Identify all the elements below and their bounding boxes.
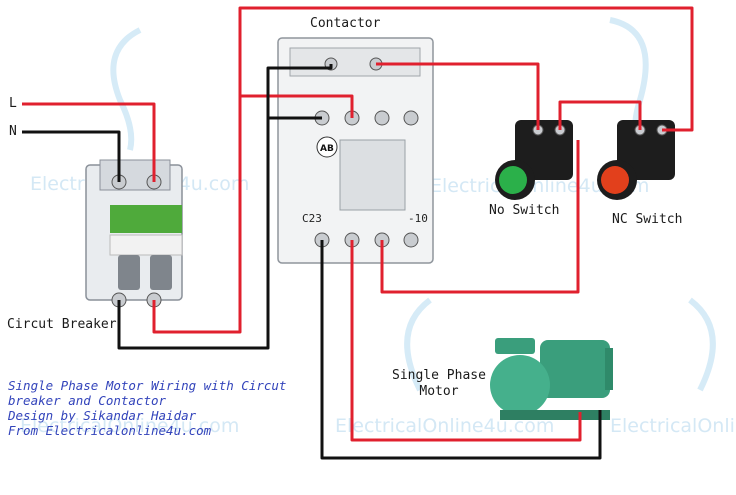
live-to-nc-switch	[238, 6, 694, 132]
line-label: L	[9, 96, 17, 111]
bulb-outline-watermark	[404, 297, 432, 392]
nc-button-cap	[601, 166, 629, 194]
bulb-outline-watermark	[688, 297, 716, 392]
nc-switch-label: NC Switch	[612, 212, 683, 227]
credit-line-4: From Electricalonline4u.com	[8, 423, 212, 438]
breaker-out-live	[152, 94, 354, 334]
single-phase-motor	[490, 338, 613, 420]
aux-return	[380, 140, 580, 294]
no-to-nc-switch	[558, 100, 642, 130]
no-switch-label: No Switch	[489, 203, 560, 218]
contactor-model-text: C23	[302, 212, 322, 225]
bulb-outline-watermark	[110, 27, 142, 151]
neutral-label: N	[9, 124, 17, 139]
circuit-breaker-label: Circut Breaker	[7, 317, 117, 332]
credit-line-3: Design by Sikandar Haidar	[8, 408, 197, 423]
credit-block: Single Phase Motor Wiring with Circut br…	[8, 378, 338, 438]
motor-wire-red	[350, 240, 582, 442]
credit-line-2: breaker and Contactor	[8, 393, 167, 408]
no-switch	[495, 120, 573, 200]
neutral-wire-n	[22, 130, 121, 182]
motor-label-line1: Single Phase	[392, 368, 486, 383]
contactor-brand-text: AB	[320, 144, 334, 154]
coil-to-no-switch	[376, 62, 540, 130]
nc-switch	[597, 120, 675, 200]
watermark-text: ElectricalOnline4u.com	[610, 415, 736, 437]
motor-label: Single Phase Motor	[392, 368, 486, 400]
watermark-text: ElectricalOnline4u.com	[20, 415, 239, 437]
wires	[22, 6, 694, 460]
breaker-out-neutral	[117, 64, 333, 350]
watermark-text: ElectricalOnline4u.com	[335, 415, 554, 437]
line-wire-l	[22, 102, 156, 182]
motor-label-line2: Motor	[419, 384, 459, 399]
no-button-cap	[499, 166, 527, 194]
credit-line-1: Single Phase Motor Wiring with Circut	[8, 378, 287, 393]
contactor-contact-text: -10	[408, 212, 428, 225]
circuit-breaker	[85, 159, 183, 308]
contactor: AB C23 -10	[277, 37, 434, 264]
watermark-text: ElectricalOnline4u.com	[430, 175, 649, 197]
motor-wire-black	[320, 240, 602, 460]
contactor-brand-badge	[316, 136, 338, 158]
contactor-label: Contactor	[310, 16, 381, 31]
breaker-label-plate	[110, 205, 182, 233]
